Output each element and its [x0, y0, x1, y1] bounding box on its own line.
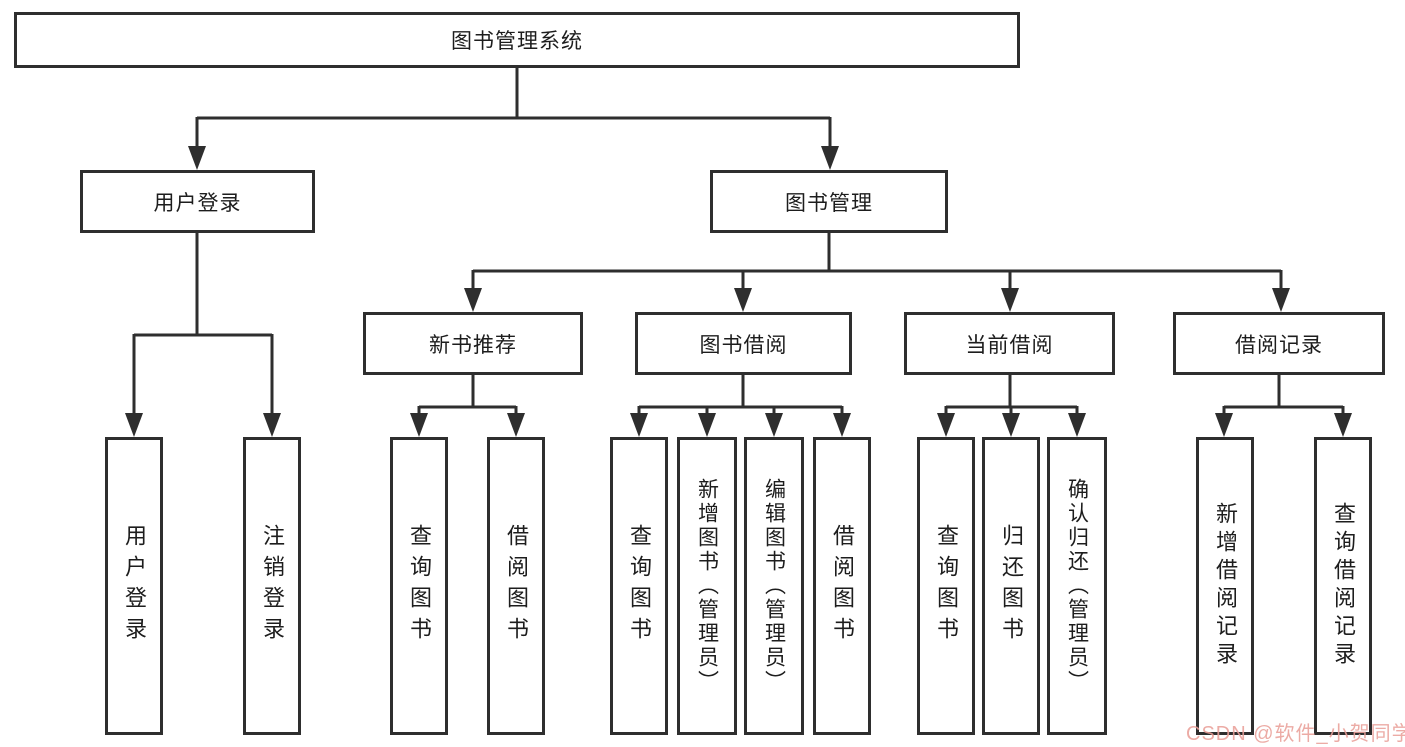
- leaf-logout: 注销登录: [243, 437, 301, 735]
- leaf-borrow-add-book-admin: 新增图书（管理员）: [677, 437, 737, 735]
- leaf-borrow-query-book: 查询图书: [610, 437, 668, 735]
- leaf-records-query-record: 查询借阅记录: [1314, 437, 1372, 735]
- leaf-user-login: 用户登录: [105, 437, 163, 735]
- node-library-system: 图书管理系统: [14, 12, 1020, 68]
- leaf-records-add-record: 新增借阅记录: [1196, 437, 1254, 735]
- leaf-recommend-query-book: 查询图书: [390, 437, 448, 735]
- node-current-borrow: 当前借阅: [904, 312, 1115, 375]
- node-user-login: 用户登录: [80, 170, 315, 233]
- leaf-current-confirm-return-admin: 确认归还（管理员）: [1047, 437, 1107, 735]
- leaf-borrow-edit-book-admin: 编辑图书（管理员）: [744, 437, 804, 735]
- leaf-borrow-borrow-book: 借阅图书: [813, 437, 871, 735]
- node-book-borrow: 图书借阅: [635, 312, 852, 375]
- node-new-book-recommend: 新书推荐: [363, 312, 583, 375]
- leaf-current-query-book: 查询图书: [917, 437, 975, 735]
- leaf-recommend-borrow-book: 借阅图书: [487, 437, 545, 735]
- node-book-management: 图书管理: [710, 170, 948, 233]
- watermark: CSDN @软件_小贺同学: [1186, 723, 1405, 745]
- node-borrow-records: 借阅记录: [1173, 312, 1385, 375]
- leaf-current-return-book: 归还图书: [982, 437, 1040, 735]
